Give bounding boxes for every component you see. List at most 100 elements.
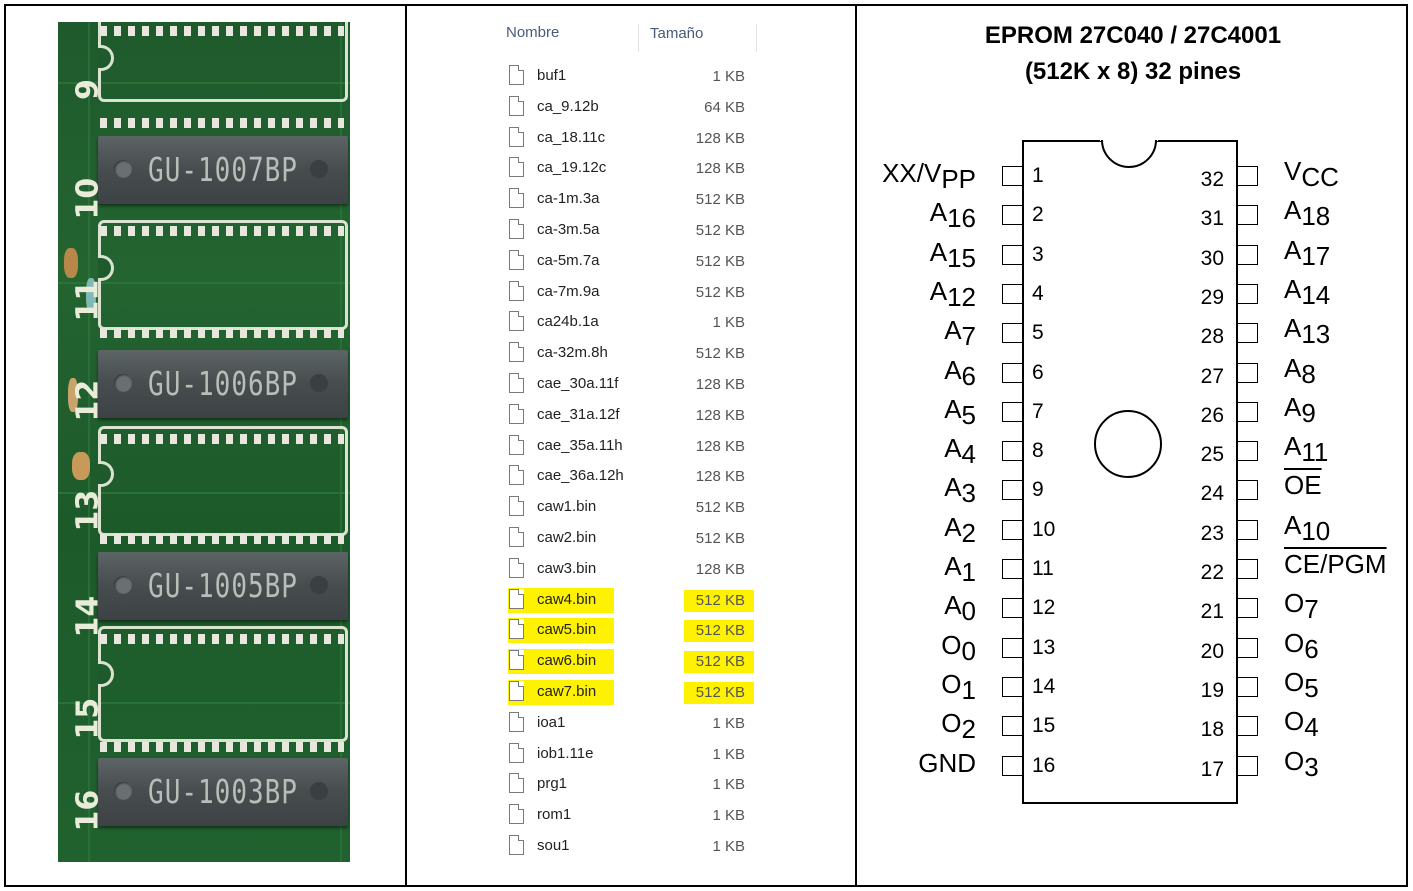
pcb-row-number: 12 (70, 379, 106, 422)
file-size: 512 KB (695, 345, 745, 363)
pin-pad (1238, 598, 1258, 619)
chip-label: GU-1003BP (148, 774, 298, 812)
file-size: 1 KB (712, 838, 745, 855)
chip-dot (310, 160, 328, 178)
highlight-name (508, 649, 614, 675)
eprom-chip: GU-1007BP (98, 136, 348, 204)
file-size: 512 KB (695, 653, 745, 671)
pin-row (100, 434, 344, 444)
pin-number: 25 (1200, 443, 1224, 467)
pin-label: A13 (1284, 313, 1331, 350)
pin-pad (1238, 441, 1258, 462)
column-header-size[interactable]: Tamaño (650, 25, 704, 42)
file-size: 1 KB (712, 776, 745, 794)
file-icon (509, 188, 524, 209)
highlight-size (684, 651, 754, 674)
file-name: buf1 (537, 67, 567, 84)
pin-label: A15 (929, 236, 976, 273)
file-size: 1 KB (712, 714, 745, 732)
chip-dot (114, 782, 132, 800)
empty-socket (98, 626, 348, 742)
panel-divider-1 (405, 4, 407, 887)
pin-number: 14 (1032, 674, 1056, 698)
pin-label: GND (918, 747, 976, 778)
pin-number: 16 (1032, 753, 1056, 777)
empty-socket (98, 220, 348, 330)
file-icon (509, 65, 524, 85)
eprom-title: EPROM 27C040 / 27C4001 (984, 22, 1282, 49)
file-icon (509, 126, 524, 147)
eprom-subtitle: (512K x 8) 32 pines (1024, 58, 1242, 85)
pin-pad (1002, 362, 1022, 383)
file-name: ca_9.12b (537, 97, 599, 115)
file-name: ca-5m.7a (537, 251, 600, 269)
pin-number: 7 (1032, 399, 1044, 423)
pin-row (100, 226, 344, 236)
file-icon (509, 557, 524, 578)
column-separator[interactable] (756, 24, 757, 52)
file-size: 128 KB (695, 560, 745, 578)
file-name: rom1 (537, 806, 572, 824)
pin-label: O0 (941, 629, 976, 666)
file-row[interactable]: caw7.bin 512 KB (503, 678, 763, 708)
file-size: 1 KB (712, 314, 745, 332)
pcb-row-number: 11 (70, 279, 106, 322)
pcb-row-number: 9 (70, 79, 106, 100)
pin-pad (1002, 166, 1022, 186)
file-size: 128 KB (695, 468, 745, 486)
pin-label: A17 (1284, 234, 1331, 271)
chip-dot (310, 576, 328, 594)
pin-pad (1002, 637, 1022, 658)
highlight-size (684, 589, 754, 612)
pcb-row-number: 16 (70, 789, 106, 832)
chip-label: GU-1006BP (148, 366, 298, 404)
pin-number: 20 (1200, 639, 1224, 663)
file-icon (509, 219, 524, 239)
column-header-name[interactable]: Nombre (506, 24, 560, 41)
file-name: caw7.bin (537, 683, 597, 700)
pin-label: A10 (1284, 509, 1331, 546)
pin-number: 3 (1032, 242, 1044, 266)
column-separator[interactable] (638, 24, 639, 52)
pin-number: 17 (1200, 757, 1224, 781)
pin-pad (1238, 755, 1258, 776)
pin-label: O4 (1284, 706, 1319, 743)
pin-number: 10 (1032, 517, 1056, 541)
pin-pad (1238, 519, 1258, 540)
pin-number: 13 (1032, 635, 1056, 659)
pin-pad (1002, 244, 1022, 265)
pcb-row-number: 14 (70, 595, 106, 638)
file-size: 512 KB (695, 684, 745, 701)
file-size: 128 KB (695, 160, 745, 178)
file-name: cae_35a.11h (537, 436, 623, 454)
pin-number: 6 (1032, 360, 1044, 384)
eprom-chip: GU-1003BP (98, 758, 348, 826)
resistor (68, 378, 78, 412)
pin-label: A11 (1284, 431, 1329, 468)
